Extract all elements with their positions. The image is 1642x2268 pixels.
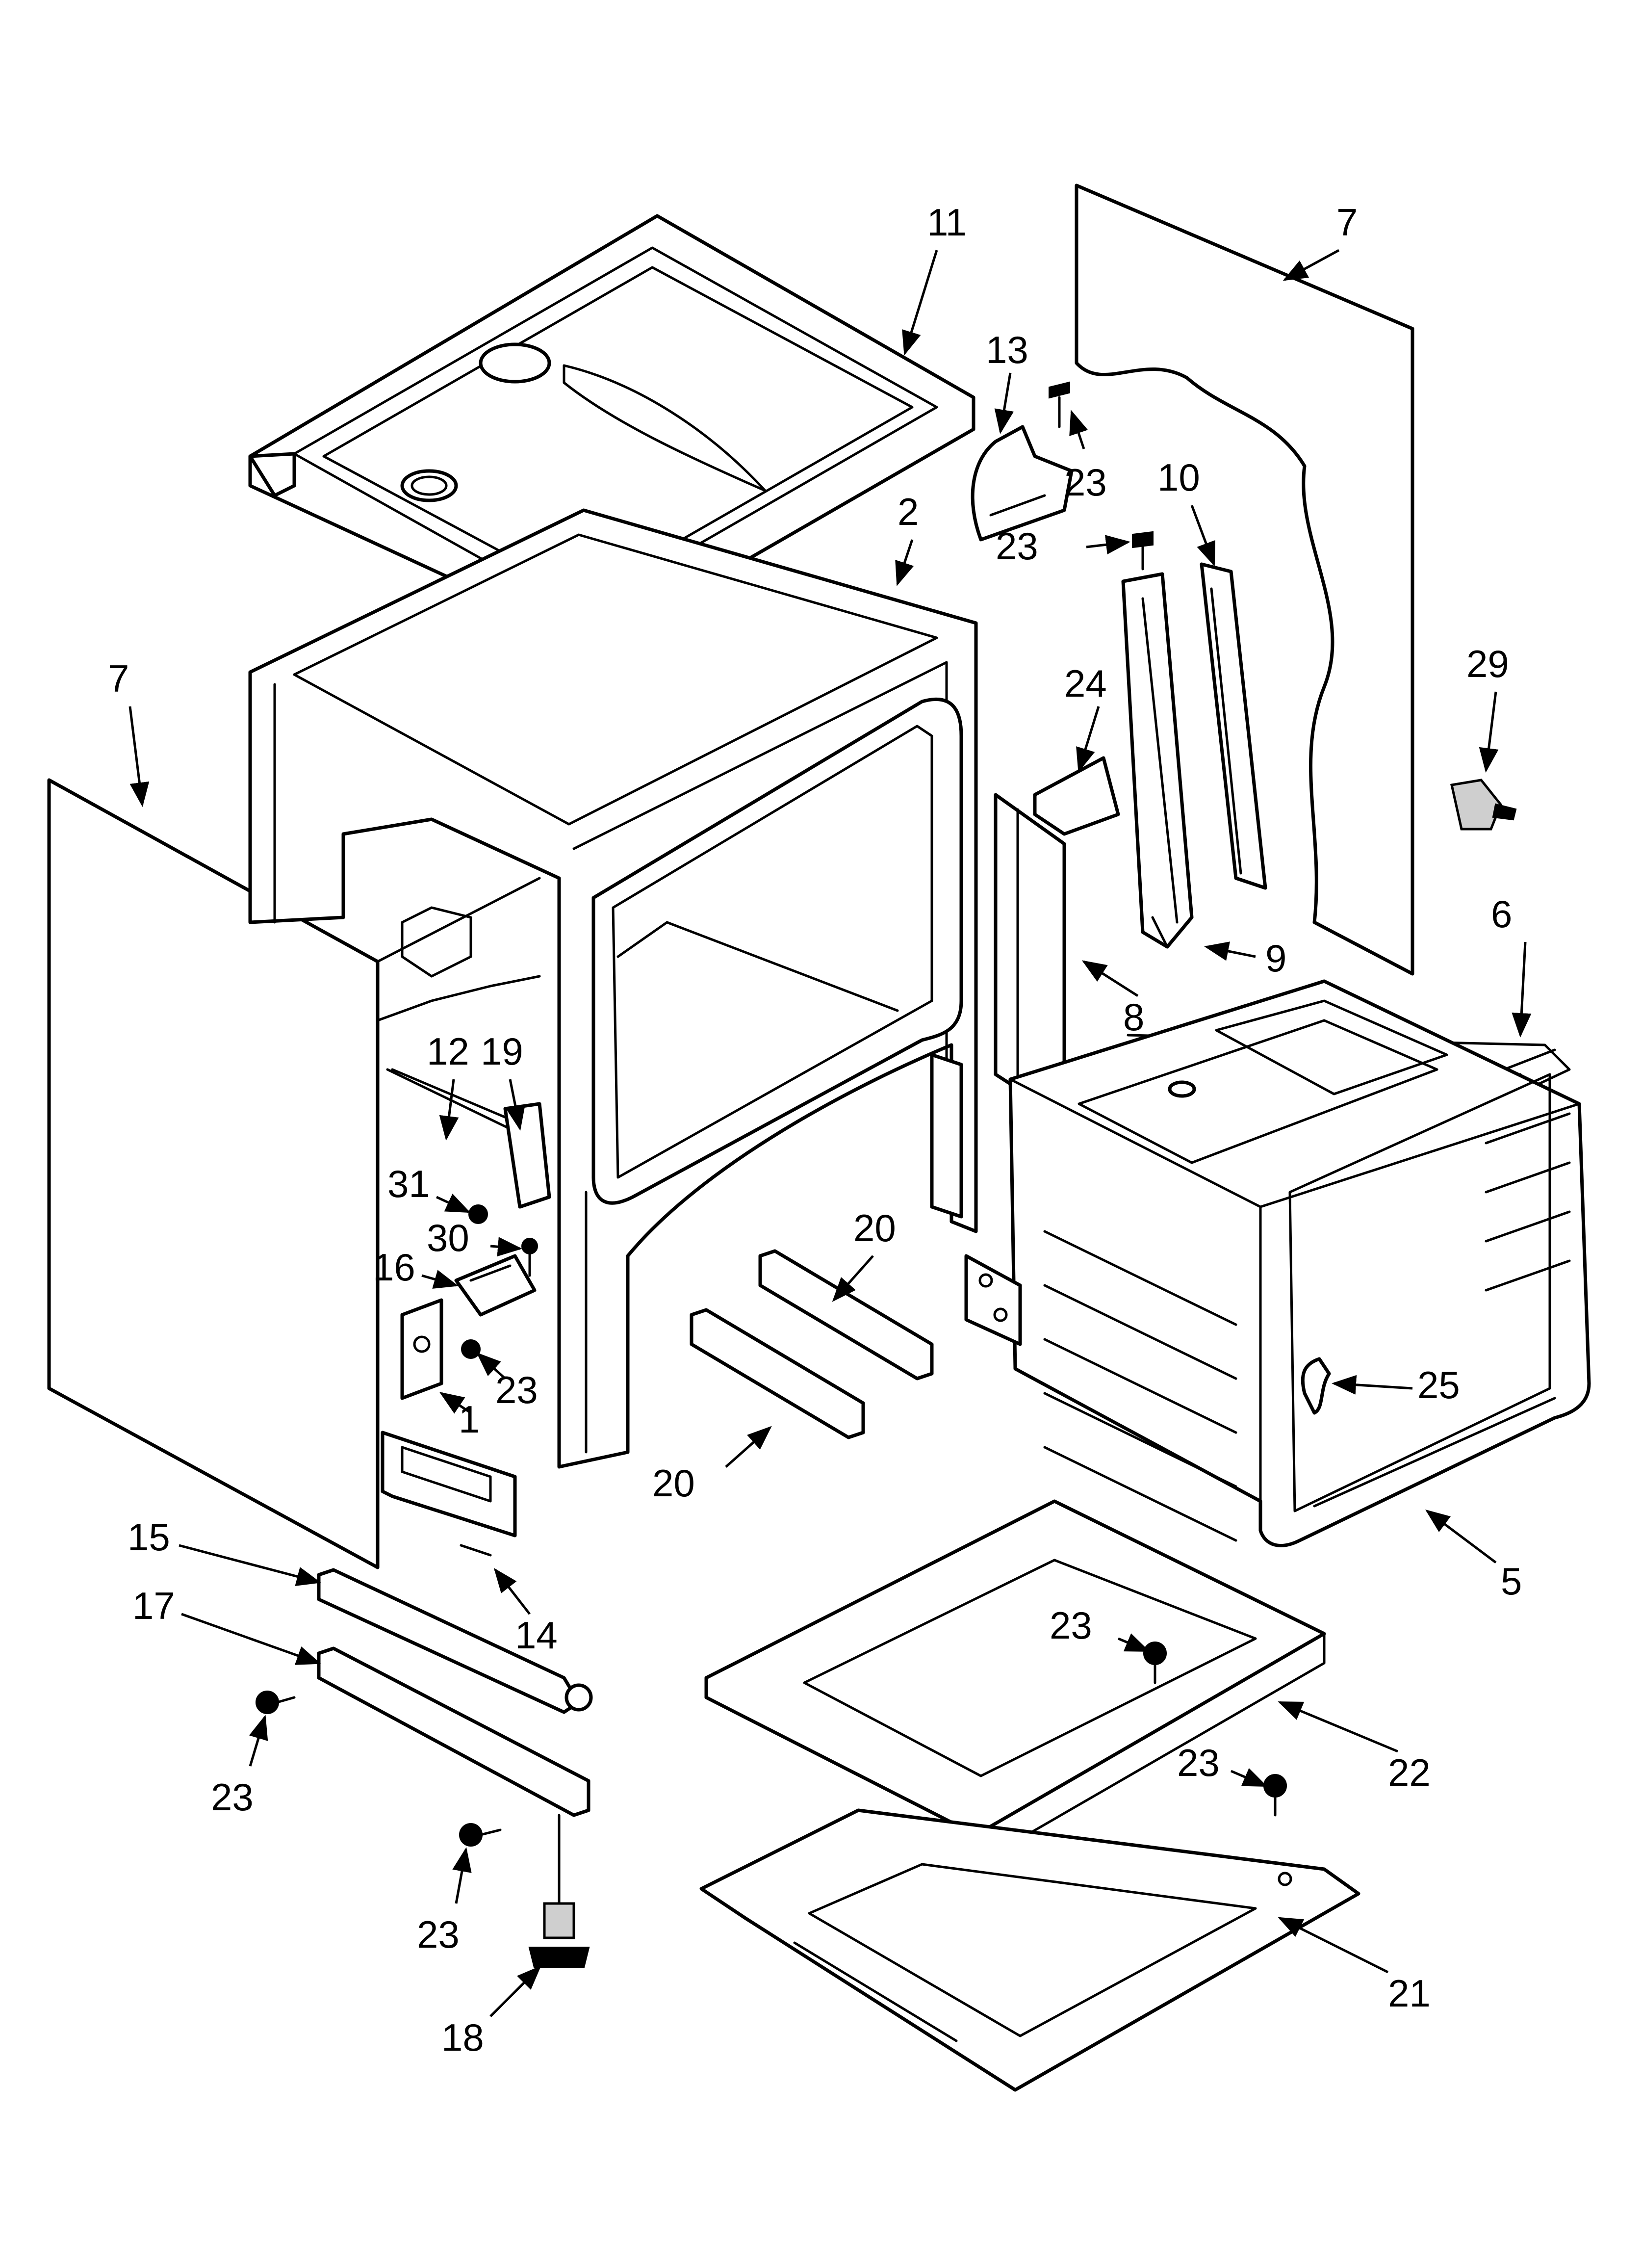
callout-20-upper: 20 — [853, 1206, 896, 1250]
callout-30: 30 — [427, 1216, 469, 1259]
part-10-rail — [1200, 562, 1267, 890]
callout-29: 29 — [1466, 642, 1509, 685]
callout-13: 13 — [986, 328, 1028, 371]
part-13-bracket — [971, 425, 1074, 542]
callout-23-brace-upper: 23 — [211, 1775, 254, 1819]
callout-23-mid: 23 — [996, 524, 1038, 568]
part-5-oven-cavity — [964, 979, 1591, 1547]
screw-23-brace-upper — [256, 1691, 296, 1714]
part-17-brace — [317, 1646, 590, 1817]
callout-16: 16 — [373, 1246, 415, 1289]
callout-15: 15 — [128, 1515, 170, 1559]
part-14-vent — [381, 1431, 517, 1557]
leader-lines — [128, 249, 1532, 2017]
screw-23-brace-lower — [459, 1823, 502, 1847]
callout-7-rear: 7 — [1336, 201, 1358, 244]
part-12-bracket — [391, 1068, 521, 1125]
callout-21: 21 — [1388, 1972, 1431, 2015]
callout-20-lower: 20 — [652, 1461, 695, 1505]
callout-31: 31 — [387, 1162, 430, 1205]
callout-10: 10 — [1157, 456, 1200, 499]
screw-23-bottom-b — [1263, 1774, 1287, 1817]
callout-23-bottom-a: 23 — [1050, 1604, 1092, 1647]
callout-25: 25 — [1417, 1363, 1460, 1407]
part-29-switch — [1450, 779, 1517, 831]
callout-1: 1 — [459, 1398, 480, 1441]
part-24-shield — [1033, 756, 1120, 836]
callout-23-block: 23 — [495, 1368, 538, 1411]
callout-22: 22 — [1388, 1751, 1431, 1794]
callout-9: 9 — [1265, 937, 1286, 980]
screw-23-block — [461, 1339, 481, 1359]
callout-8: 8 — [1123, 995, 1144, 1039]
callout-labels: 11 7 13 23 23 10 2 29 7 24 6 9 8 12 19 3… — [108, 201, 1522, 2059]
callout-19: 19 — [481, 1030, 523, 1073]
callout-23-top: 23 — [1064, 461, 1107, 504]
callout-7-side: 7 — [108, 657, 129, 700]
callout-17: 17 — [132, 1584, 175, 1627]
screw-31 — [468, 1204, 488, 1224]
part-11-top-frame — [248, 214, 975, 664]
part-9-rail — [1121, 572, 1194, 949]
callout-18: 18 — [441, 2016, 484, 2059]
part-7-rear-panel — [1075, 183, 1414, 976]
callout-14: 14 — [515, 1614, 558, 1657]
screw-23-mid — [1132, 531, 1154, 571]
part-16-switch-block — [454, 1254, 537, 1317]
part-19-bracket — [503, 1102, 551, 1209]
part-20-rail-lower — [690, 1308, 865, 1439]
part-2-chassis — [248, 508, 978, 1469]
callout-11: 11 — [927, 201, 967, 244]
part-15-brace — [317, 1568, 593, 1714]
callout-23-bottom-b: 23 — [1177, 1741, 1220, 1784]
part-21-base-pan — [699, 1808, 1360, 2092]
callout-23-brace-lower: 23 — [417, 1913, 460, 1956]
part-18-leveling-leg — [528, 1814, 590, 1968]
callout-6: 6 — [1491, 892, 1512, 936]
part-1-terminal-block — [400, 1298, 443, 1400]
screw-30 — [521, 1238, 538, 1277]
screw-23-top — [1049, 381, 1070, 428]
callout-2: 2 — [898, 490, 919, 533]
part-20-rail-upper — [758, 1249, 934, 1381]
callout-12: 12 — [427, 1030, 469, 1073]
part-22-oven-bottom — [704, 1499, 1326, 1866]
part-25-fitting — [1301, 1357, 1331, 1415]
callout-24: 24 — [1064, 662, 1107, 705]
callout-5: 5 — [1501, 1560, 1522, 1603]
